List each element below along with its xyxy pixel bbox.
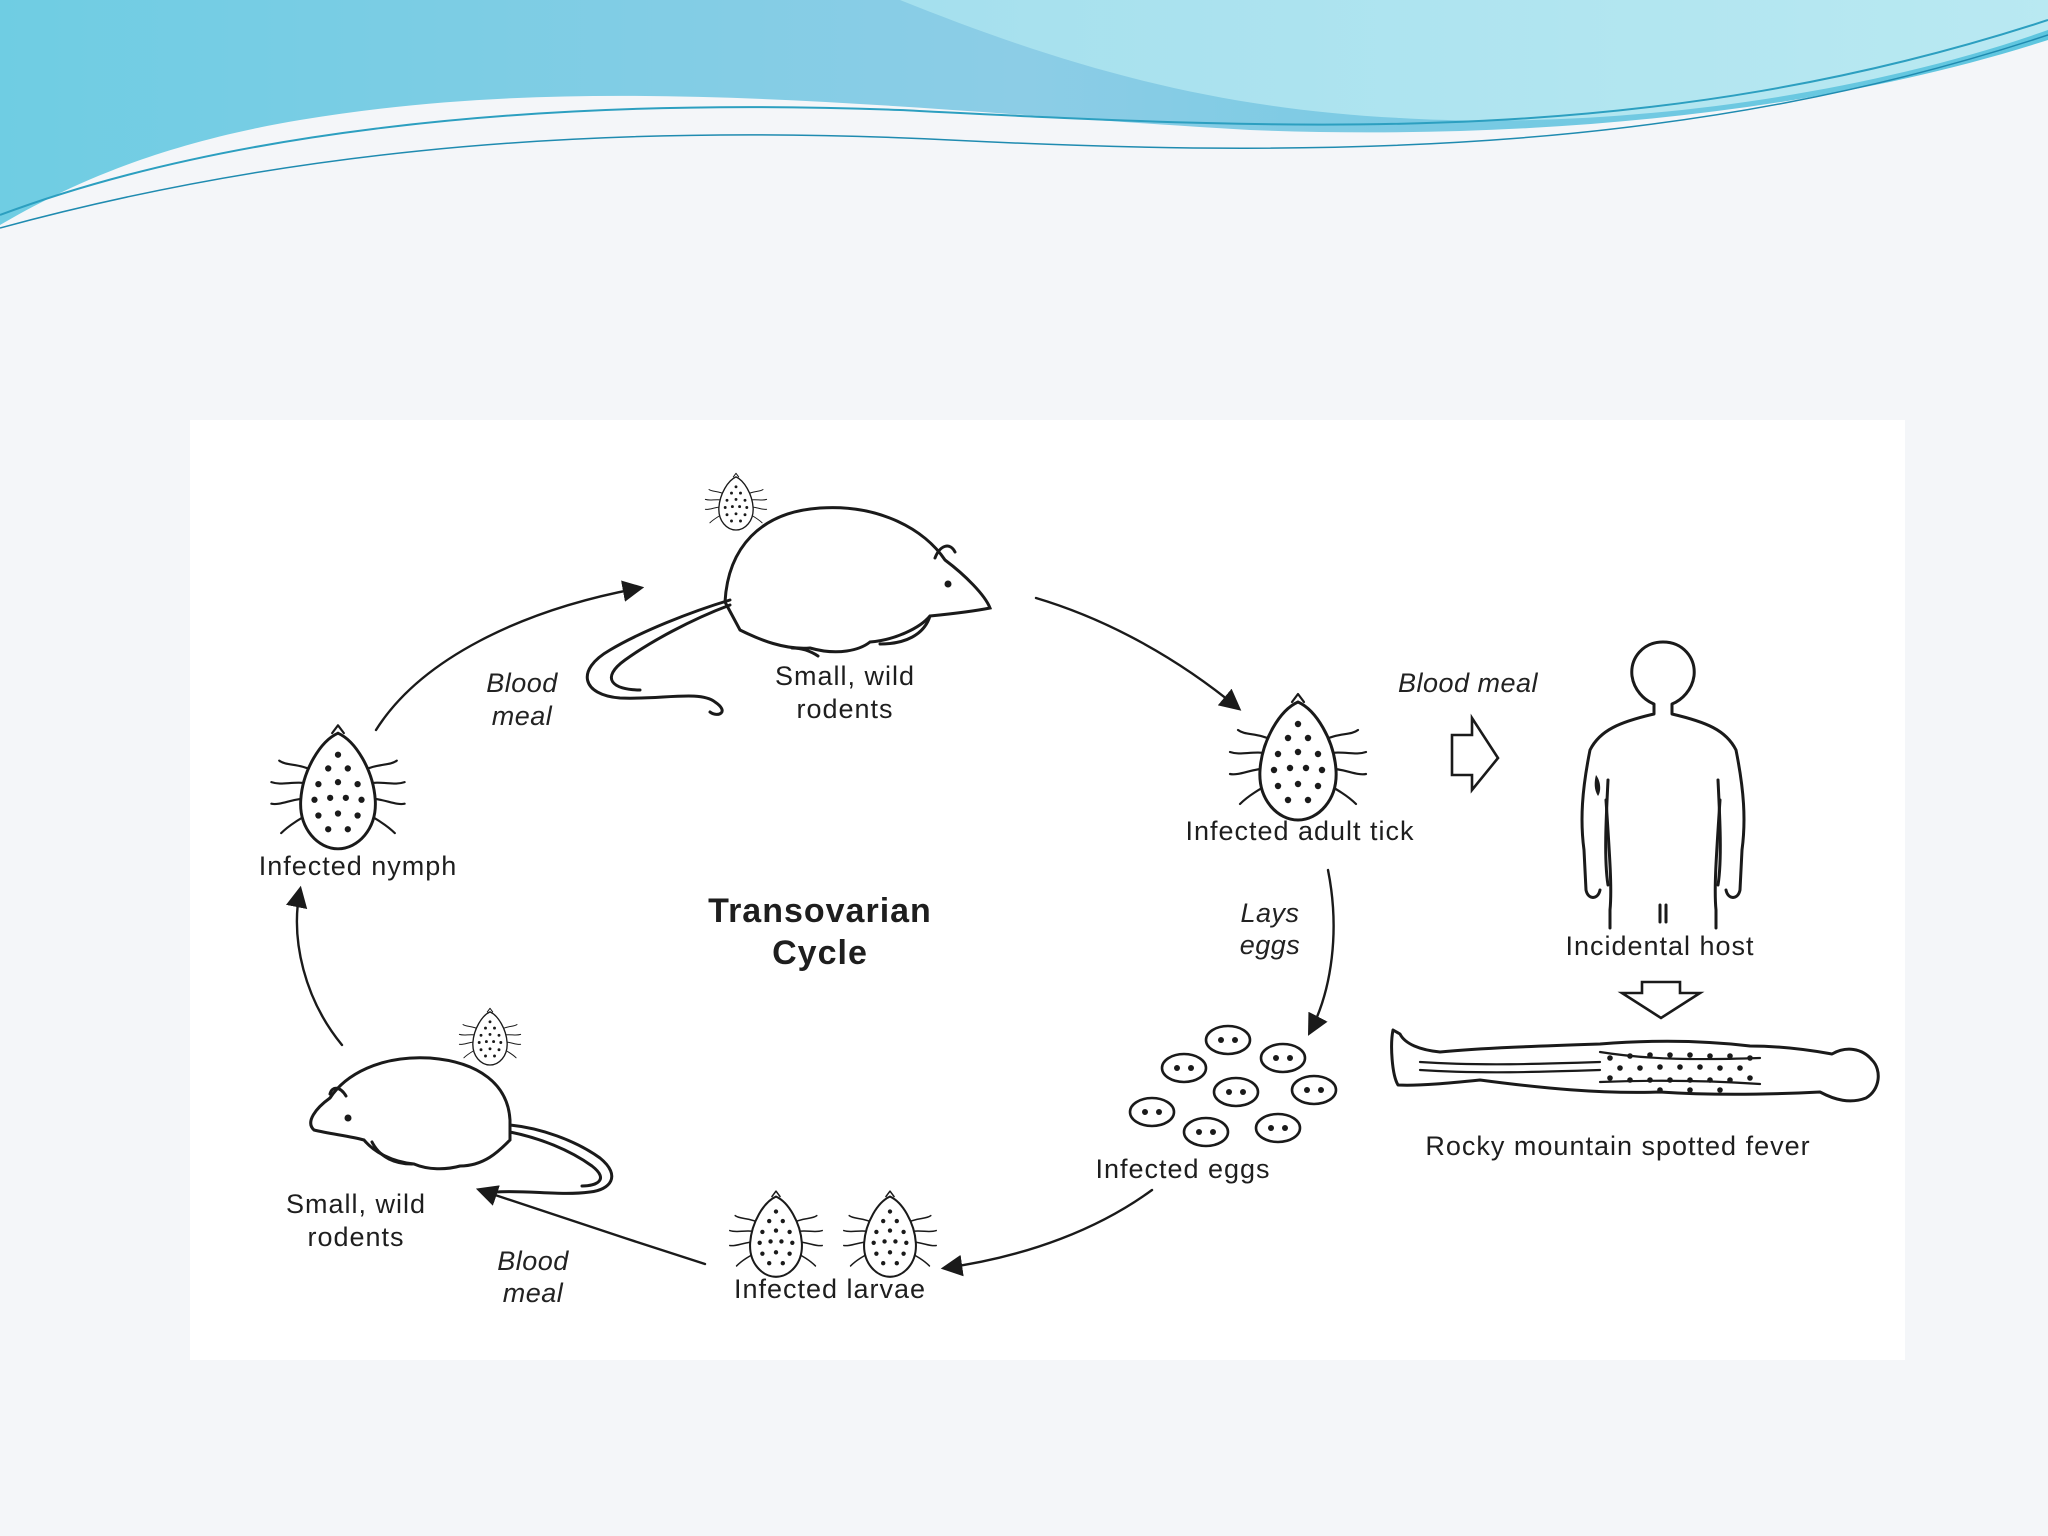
- arrow-nymph-to-rodent: [374, 580, 645, 732]
- blood-meal-larvae-label-line2: meal: [503, 1278, 564, 1308]
- arrow-adult-tick-to-eggs: [1307, 868, 1335, 1036]
- human-standing-illustration: [1580, 640, 1746, 930]
- cycle-title-line2: Cycle: [772, 934, 868, 972]
- cycle-title: Transovarian: [708, 892, 932, 930]
- rodents-bottom-label: Small, wild: [286, 1189, 426, 1219]
- adult-tick-label: Infected adult tick: [1185, 816, 1414, 846]
- lays-eggs-label-line2: eggs: [1240, 930, 1301, 960]
- human-lying-illustration: [1390, 1028, 1880, 1103]
- arrow-larvae-to-rodent: [475, 1185, 707, 1266]
- disease-label: Rocky mountain spotted fever: [1425, 1131, 1810, 1161]
- figure-panel: [190, 420, 1905, 1360]
- header-wave-decoration: [0, 0, 2048, 229]
- rodents-bottom-label-line2: rodents: [307, 1222, 404, 1252]
- hollow-arrow-down: [1617, 980, 1705, 1020]
- larva-icon-right: [842, 1190, 938, 1278]
- infected-larvae-label: Infected larvae: [734, 1274, 926, 1304]
- arrow-rodent-to-nymph: [286, 885, 344, 1047]
- tick-on-bottom-rodent-icon: [458, 1007, 522, 1066]
- arrow-rodent-to-adult-tick: [1034, 596, 1242, 711]
- lays-eggs-label: Lays: [1240, 898, 1299, 928]
- hollow-arrow-right: [1450, 713, 1500, 794]
- adult-tick-icon: [1228, 692, 1368, 822]
- rodent-top-illustration: [585, 506, 993, 716]
- infected-eggs-illustration: [1128, 1024, 1338, 1148]
- blood-meal-nymph-label: Blood: [486, 668, 558, 698]
- rodents-top-label: Small, wild: [775, 661, 915, 691]
- blood-meal-nymph-label-line2: meal: [492, 701, 553, 731]
- infected-nymph-icon: [269, 723, 407, 851]
- incidental-host-label: Incidental host: [1565, 931, 1754, 961]
- arrow-eggs-to-larvae: [940, 1188, 1154, 1277]
- infected-nymph-label: Infected nymph: [259, 851, 458, 881]
- tick-on-top-rodent-icon: [704, 472, 768, 531]
- infected-eggs-label: Infected eggs: [1095, 1154, 1270, 1184]
- blood-meal-larvae-label: Blood: [497, 1246, 569, 1276]
- rodent-bottom-illustration: [309, 1056, 614, 1195]
- rash-spots: [1607, 1052, 1753, 1093]
- larva-icon-left: [728, 1190, 824, 1278]
- blood-meal-to-host-label: Blood meal: [1398, 668, 1539, 698]
- rodents-top-label-line2: rodents: [796, 694, 893, 724]
